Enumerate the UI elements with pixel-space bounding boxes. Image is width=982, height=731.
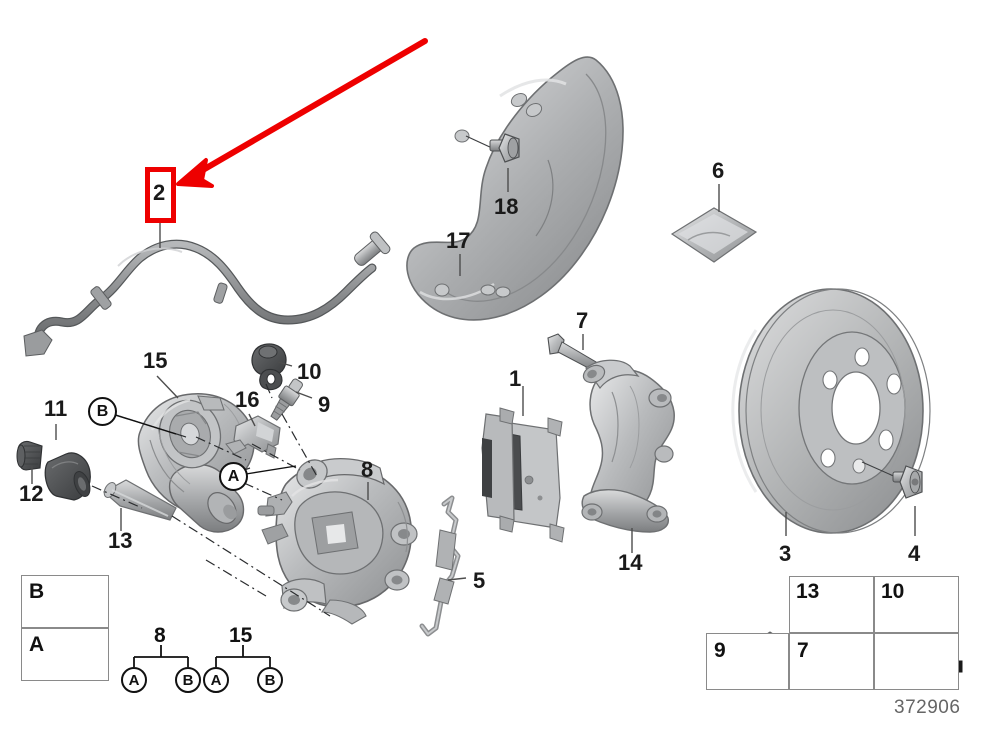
part-brake-caliper: [257, 458, 418, 625]
red-highlight-box: [145, 167, 176, 223]
callout-label-6: 6: [712, 158, 725, 183]
callout-label-16: 16: [235, 387, 260, 412]
legend-left-frame-b: [21, 575, 109, 628]
callout-label-1: 1: [509, 366, 522, 391]
leader-lines: [31, 168, 916, 581]
legend-right-cell-direction-arrow: [874, 633, 959, 690]
legend-tree-8-child-a: A: [121, 667, 147, 693]
legend-tree-15-child-a: A: [203, 667, 229, 693]
part-brake-dust-shield: [406, 56, 624, 321]
part-shim-plate: [670, 207, 758, 263]
part-retaining-clip: [225, 415, 281, 459]
circle-callout-b: B: [88, 397, 117, 426]
legend-left-label-b: B: [29, 580, 45, 603]
red-annotation-arrow: [176, 38, 428, 188]
callout-label-5: 5: [473, 568, 486, 593]
part-bleeder-cap: [251, 343, 287, 391]
callout-label-18: 18: [494, 194, 519, 219]
part-carrier-bolt: [547, 333, 635, 389]
part-pad-retaining-spring: [419, 495, 461, 637]
callout-label-3: 3: [779, 541, 792, 566]
part-guide-pin: [102, 479, 177, 521]
callout-label-7: 7: [576, 308, 589, 333]
legend-left-label-a: A: [29, 633, 45, 656]
circle-callout-lines: [114, 414, 297, 475]
callout-label-9: 9: [318, 392, 331, 417]
callout-label-15: 15: [143, 348, 168, 373]
legend-tree-label-8: 8: [154, 624, 166, 647]
legend-tree-15-child-b: B: [257, 667, 283, 693]
legend-right-label-13: 13: [796, 580, 820, 603]
part-caliper-carrier: [581, 359, 675, 533]
callout-label-11: 11: [44, 396, 68, 421]
callout-label-2: 2: [153, 180, 166, 205]
part-brake-disc: [731, 288, 931, 534]
diagram-number: 372906: [894, 697, 961, 718]
part-brake-pad-set: [481, 407, 565, 543]
circle-callout-a: A: [219, 462, 248, 491]
legend-right-label-10: 10: [881, 580, 905, 603]
callout-label-12: 12: [19, 481, 44, 506]
legend-right-cell-9: [706, 633, 789, 690]
assembly-lines: [91, 383, 331, 617]
callout-label-13: 13: [108, 528, 133, 553]
callout-label-14: 14: [618, 550, 643, 575]
legend-right-label-7: 7: [797, 639, 809, 662]
part-abs-wheel-speed-sensor: [23, 231, 391, 357]
legend-right-cell-7: [789, 633, 874, 690]
callout-label-4: 4: [908, 541, 921, 566]
legend-right-cell-13: [789, 576, 874, 633]
legend-tree-lines: [133, 645, 271, 667]
callout-label-8: 8: [361, 457, 374, 482]
legend-right-label-9: 9: [714, 639, 726, 662]
part-dust-shield-bolt: [465, 133, 520, 163]
callout-label-10: 10: [297, 359, 322, 384]
legend-left-frame-a: [21, 628, 109, 681]
part-disc-retaining-screw: [861, 461, 923, 499]
legend-right-cell-10: [874, 576, 959, 633]
callout-label-17: 17: [446, 228, 471, 253]
legend-tree-label-15: 15: [229, 624, 253, 647]
legend-tree-8-child-b: B: [175, 667, 201, 693]
